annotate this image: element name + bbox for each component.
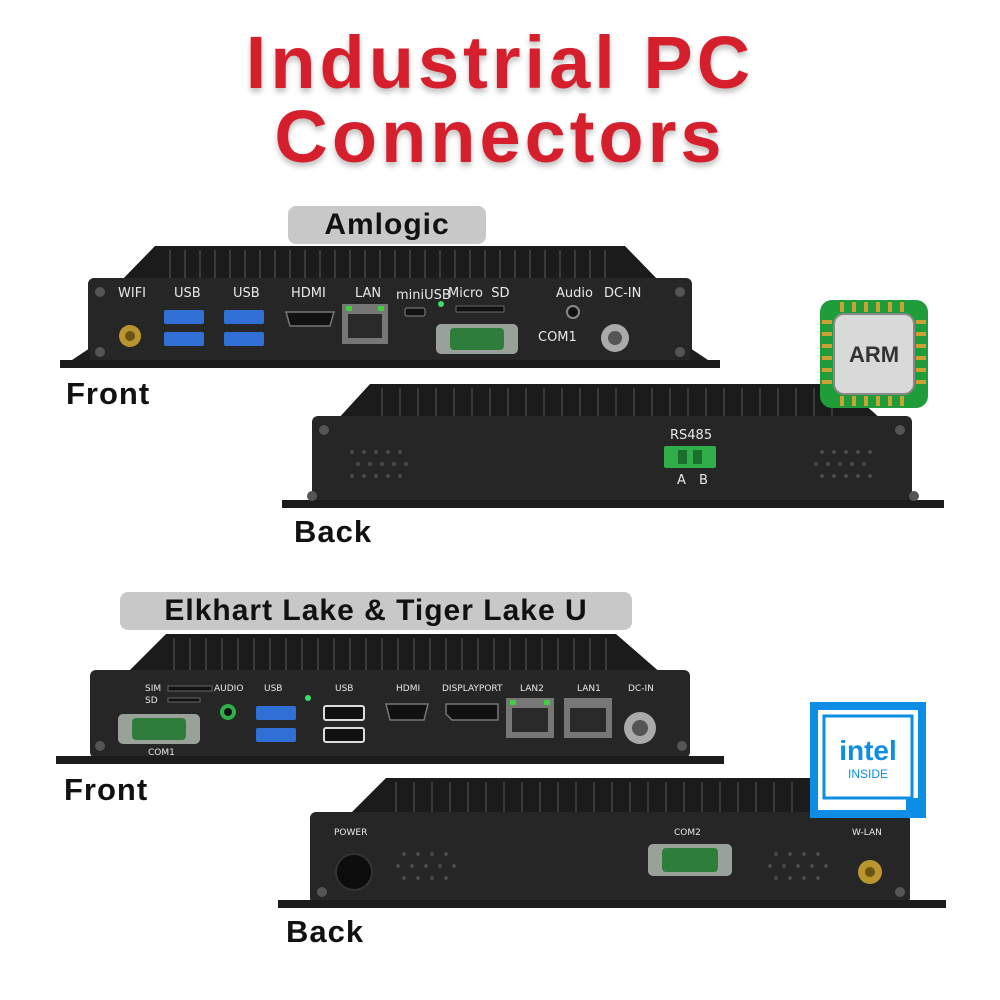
intel-back-label: Back — [286, 914, 365, 949]
port-label-rs485: RS485 — [670, 428, 713, 443]
arm-chip-icon: ARM — [820, 300, 928, 408]
port-label-wifi: WIFI — [118, 286, 146, 301]
page-title-line2: Connectors — [274, 95, 726, 178]
intel-front-label: Front — [64, 772, 149, 807]
page-title-line1: Industrial PC — [245, 21, 755, 104]
elkhart-tiger-heading: Elkhart Lake & Tiger Lake U — [120, 592, 632, 630]
port-label-wlan: W-LAN — [852, 828, 882, 838]
port-label-audio: Audio — [556, 286, 593, 301]
port-label-rs485-b: B — [699, 473, 708, 488]
port-label-usb-intel-1: USB — [264, 684, 283, 694]
port-label-microsd: Micro SD — [448, 286, 510, 301]
port-label-miniusb: miniUSB — [396, 288, 451, 303]
port-label-usb-2: USB — [233, 286, 260, 301]
intel-inside-icon: intel INSIDE — [810, 702, 926, 818]
port-label-lan2: LAN2 — [520, 684, 544, 694]
port-label-com1: COM1 — [538, 330, 577, 345]
port-label-com1-intel: COM1 — [148, 748, 175, 758]
intel-back-unit — [278, 778, 946, 908]
port-label-displayport: DISPLAYPORT — [442, 684, 503, 694]
arm-back-label: Back — [294, 514, 373, 549]
arm-back-unit — [282, 384, 944, 508]
port-label-sim: SIM — [145, 684, 162, 694]
port-label-lan: LAN — [355, 286, 382, 301]
port-label-audio-intel: AUDIO — [214, 684, 244, 694]
arm-badge-text: ARM — [849, 342, 899, 367]
intel-badge-brand: intel — [839, 735, 897, 766]
port-label-dcin: DC-IN — [604, 286, 642, 301]
port-label-sd: SD — [145, 696, 158, 706]
port-label-com2: COM2 — [674, 828, 701, 838]
port-label-hdmi-intel: HDMI — [396, 684, 421, 694]
port-label-dcin-intel: DC-IN — [628, 684, 654, 694]
port-label-usb-intel-2: USB — [335, 684, 354, 694]
port-label-power: POWER — [334, 828, 368, 838]
intel-badge-sub: INSIDE — [848, 767, 888, 781]
arm-front-unit — [60, 246, 720, 368]
port-label-lan1: LAN1 — [577, 684, 601, 694]
amlogic-heading: Amlogic — [288, 206, 486, 244]
port-label-rs485-a: A — [677, 473, 686, 488]
intel-front-unit — [56, 634, 724, 764]
port-label-usb-1: USB — [174, 286, 201, 301]
port-label-hdmi: HDMI — [291, 286, 326, 301]
arm-front-label: Front — [66, 376, 151, 411]
